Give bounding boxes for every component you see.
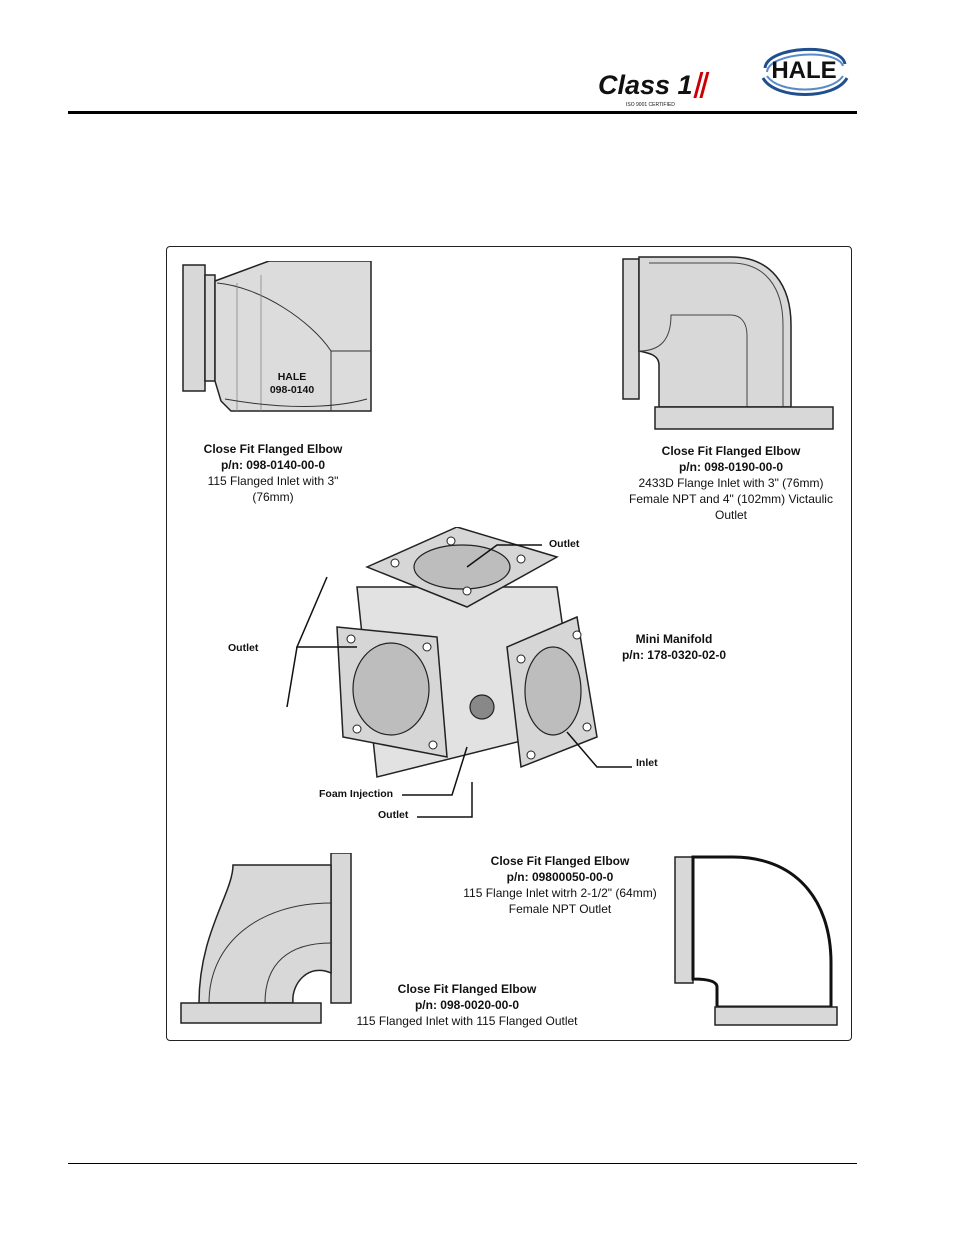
elbow-09800050-drawing [674, 855, 838, 1026]
caption-desc-line: Outlet [714, 508, 747, 522]
caption-title: Mini Manifold [635, 632, 713, 646]
class1-logo: Class 1 ISO 9001 CERTIFIED [598, 70, 710, 108]
caption-desc-line: 115 Flanged Inlet with 3" [207, 474, 339, 488]
caption-part-number: p/n: 09800050-00-0 [506, 870, 614, 884]
parts-figure: HALE 098-0140 Close Fit Flanged Elbow p/… [166, 246, 852, 1041]
caption-desc-line: Female NPT Outlet [508, 902, 612, 916]
elbow-stamp: HALE 098-0140 [257, 371, 327, 397]
callout-inlet: Inlet [636, 757, 658, 769]
mini-manifold-drawing [336, 527, 598, 778]
caption-desc-line: 115 Flange Inlet witrh 2-1/2" (64mm) [463, 886, 657, 900]
elbow-098-0190-drawing [622, 256, 834, 430]
callout-outlet-top: Outlet [549, 538, 580, 550]
caption-elbow-098-0020: Close Fit Flanged Elbow p/n: 098-0020-00… [317, 981, 617, 1029]
caption-desc-line: (76mm) [252, 490, 294, 504]
callout-outlet-left: Outlet [228, 642, 259, 654]
callout-foam-injection: Foam Injection [319, 788, 394, 800]
elbow-098-0020-drawing [180, 853, 352, 1024]
manifold-leader-lines [286, 544, 632, 818]
caption-desc-line: 2433D Flange Inlet with 3" (76mm) [638, 476, 824, 490]
callout-outlet-bottom: Outlet [378, 809, 409, 821]
stamp-brand: HALE [277, 371, 307, 383]
elbow-098-0140-drawing [182, 261, 372, 412]
caption-elbow-098-0190: Close Fit Flanged Elbow p/n: 098-0190-00… [607, 443, 855, 523]
caption-elbow-098-0140: Close Fit Flanged Elbow p/n: 098-0140-00… [181, 441, 365, 505]
stamp-number: 098-0140 [269, 384, 315, 396]
footer-rule [68, 1163, 857, 1164]
class1-logo-text: Class 1 [598, 70, 693, 100]
caption-part-number: p/n: 098-0140-00-0 [220, 458, 326, 472]
caption-desc-line: Female NPT and 4" (102mm) Victaulic [629, 492, 833, 506]
header-rule [68, 111, 857, 114]
caption-elbow-09800050: Close Fit Flanged Elbow p/n: 09800050-00… [437, 853, 683, 917]
caption-desc-line: 115 Flanged Inlet with 115 Flanged Outle… [356, 1014, 578, 1028]
caption-part-number: p/n: 178-0320-02-0 [621, 648, 727, 662]
caption-title: Close Fit Flanged Elbow [661, 444, 801, 458]
hale-logo: HALE [761, 47, 849, 96]
iso-certified-text: ISO 9001 CERTIFIED [626, 102, 675, 108]
caption-part-number: p/n: 098-0190-00-0 [678, 460, 784, 474]
caption-title: Close Fit Flanged Elbow [203, 442, 343, 456]
caption-title: Close Fit Flanged Elbow [490, 854, 630, 868]
caption-title: Close Fit Flanged Elbow [397, 982, 537, 996]
caption-part-number: p/n: 098-0020-00-0 [414, 998, 520, 1012]
caption-mini-manifold: Mini Manifold p/n: 178-0320-02-0 [599, 631, 749, 663]
hale-logo-text: HALE [771, 57, 836, 84]
